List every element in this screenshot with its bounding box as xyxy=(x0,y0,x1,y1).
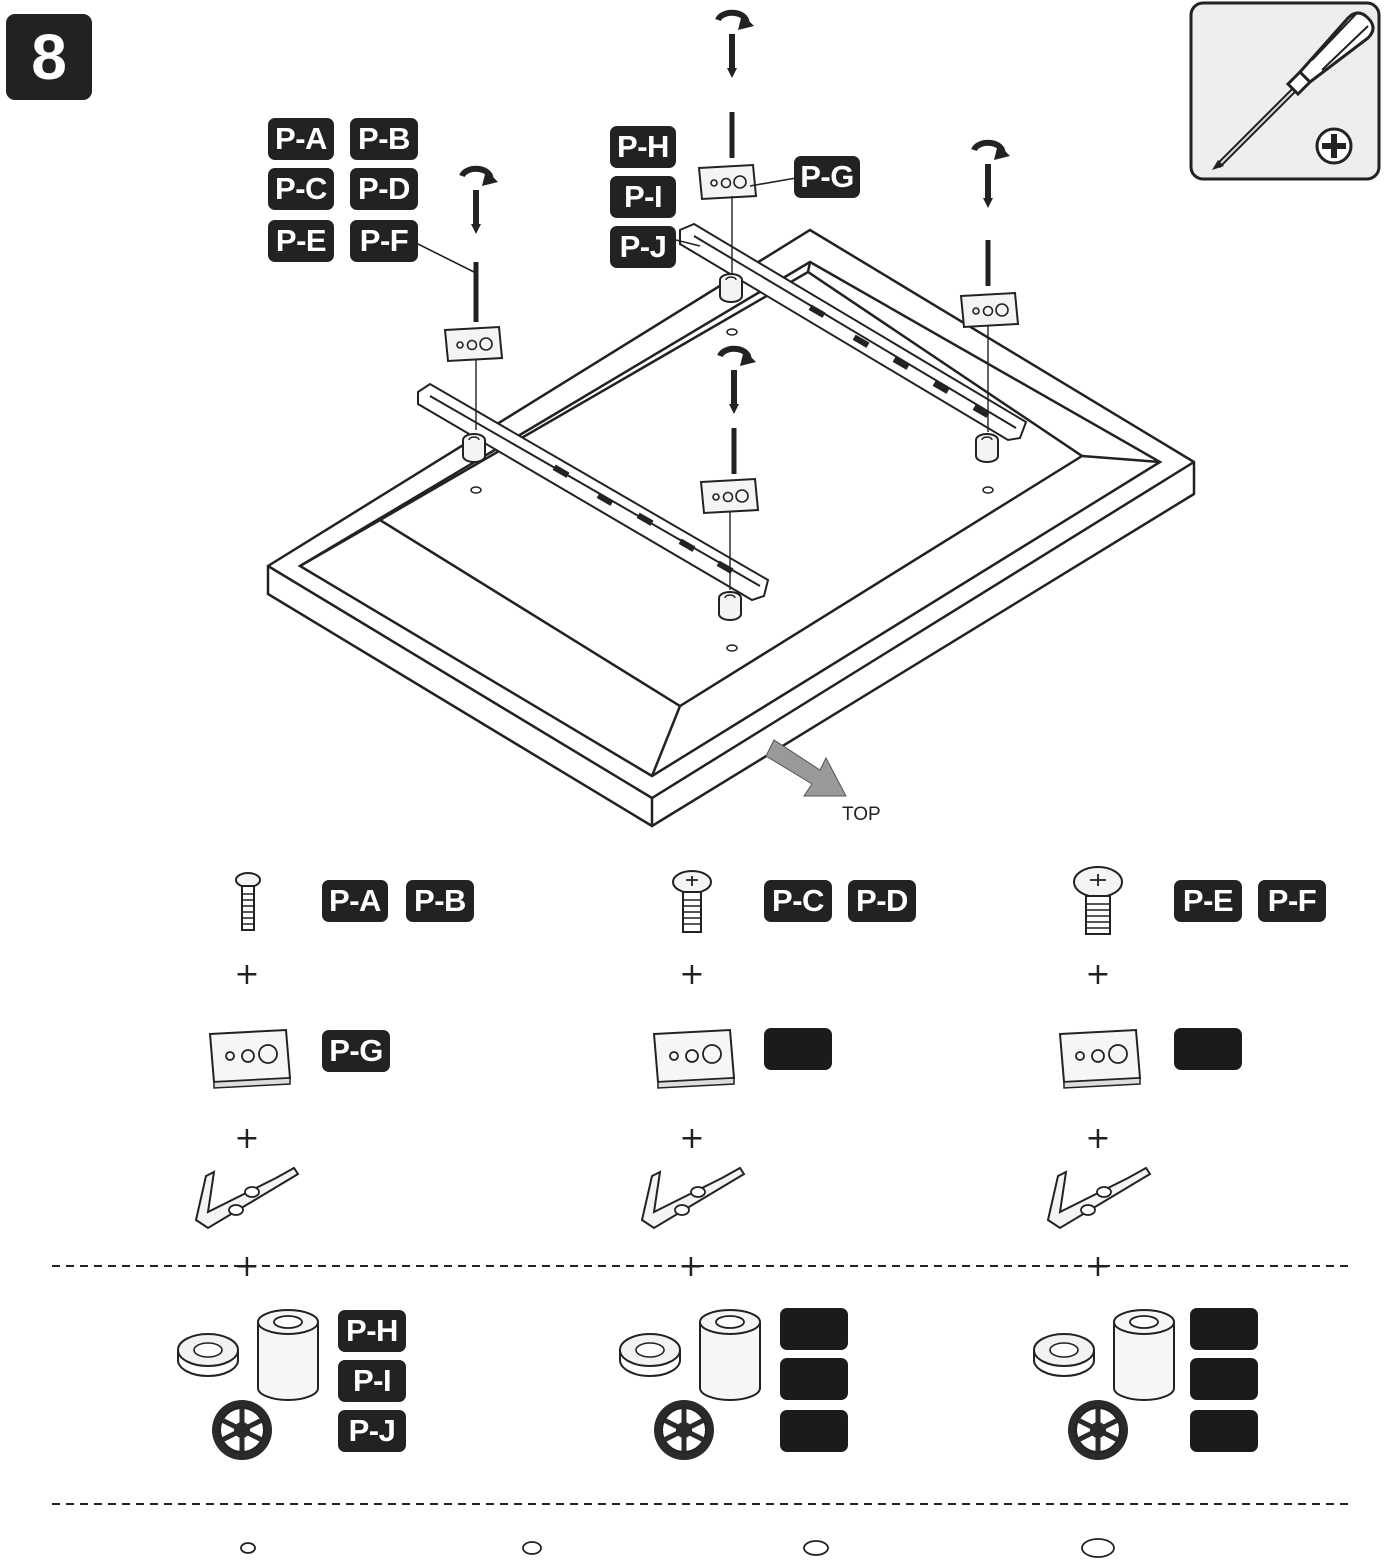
plus-sign: + xyxy=(234,957,260,992)
hole-size-icon xyxy=(522,1541,542,1555)
rail-bracket-icon xyxy=(1047,1167,1151,1229)
plus-sign: + xyxy=(679,1121,705,1156)
label-p-i: P-I xyxy=(610,176,676,218)
label-p-c: P-C xyxy=(268,168,334,210)
step-number-badge: 8 xyxy=(6,14,92,100)
legend-label-p-b: P-B xyxy=(406,880,474,922)
hole-size-icon xyxy=(803,1540,829,1556)
hole-size-icon xyxy=(1081,1538,1115,1558)
spacer-set-icon xyxy=(177,1309,319,1460)
phillips-head-icon xyxy=(1315,127,1353,165)
legend-label-blank xyxy=(780,1410,848,1452)
washer-plate-icon xyxy=(653,1029,735,1089)
hole-size-icon xyxy=(240,1542,256,1554)
spacer-set-icon xyxy=(1033,1309,1175,1460)
tool-box xyxy=(1189,1,1381,181)
plus-sign: + xyxy=(234,1249,260,1284)
label-p-g: P-G xyxy=(794,156,860,198)
washer-plate-icon xyxy=(209,1029,291,1089)
screw-stack-center xyxy=(700,349,759,652)
legend-label-blank xyxy=(780,1308,848,1350)
screw-m4-icon xyxy=(235,872,261,931)
tv-mounting-diagram xyxy=(266,0,1196,828)
label-p-a: P-A xyxy=(268,118,334,160)
legend-label-p-h: P-H xyxy=(338,1310,406,1352)
plus-sign: + xyxy=(1085,1121,1111,1156)
plus-sign: + xyxy=(1085,957,1111,992)
legend-label-p-d: P-D xyxy=(848,880,916,922)
legend-label-blank xyxy=(764,1028,832,1070)
legend-label-p-i: P-I xyxy=(338,1360,406,1402)
screw-stack-right xyxy=(960,143,1019,494)
screw-stack-top-left xyxy=(444,169,503,494)
label-p-e: P-E xyxy=(268,220,334,262)
label-p-b: P-B xyxy=(350,118,418,160)
label-p-h: P-H xyxy=(610,126,676,168)
plus-sign: + xyxy=(679,957,705,992)
phillips-screwdriver-icon xyxy=(1212,11,1375,170)
rail-bracket-icon xyxy=(641,1167,745,1229)
top-direction-arrow xyxy=(765,739,847,797)
plus-sign: + xyxy=(234,1121,260,1156)
screw-m8-icon xyxy=(1073,866,1123,935)
legend-label-blank xyxy=(1174,1028,1242,1070)
screw-stack-top-center xyxy=(698,13,757,336)
legend-label-blank xyxy=(1190,1410,1258,1452)
label-p-f: P-F xyxy=(350,220,418,262)
legend-label-blank xyxy=(1190,1308,1258,1350)
legend-label-blank xyxy=(1190,1358,1258,1400)
spacer-set-icon xyxy=(619,1309,761,1460)
label-p-j: P-J xyxy=(610,226,676,268)
label-p-d: P-D xyxy=(350,168,418,210)
legend-label-p-f: P-F xyxy=(1258,880,1326,922)
legend-label-p-a: P-A xyxy=(322,880,388,922)
legend-label-blank xyxy=(780,1358,848,1400)
parts-legend-art xyxy=(52,866,1352,1558)
washer-plate-icon xyxy=(1059,1029,1141,1089)
legend-label-p-e: P-E xyxy=(1174,880,1242,922)
legend-label-p-c: P-C xyxy=(764,880,832,922)
rail-bracket-icon xyxy=(195,1167,299,1229)
legend-label-p-g: P-G xyxy=(322,1030,390,1072)
plus-sign: + xyxy=(1085,1249,1111,1284)
plus-sign: + xyxy=(678,1249,704,1284)
mounting-rail-right xyxy=(679,222,1028,442)
legend-label-p-j: P-J xyxy=(338,1410,406,1452)
screw-m6-icon xyxy=(672,870,712,933)
top-label: TOP xyxy=(842,804,881,825)
mounting-rail-left xyxy=(417,382,770,602)
tv-back-panel xyxy=(266,228,1196,828)
